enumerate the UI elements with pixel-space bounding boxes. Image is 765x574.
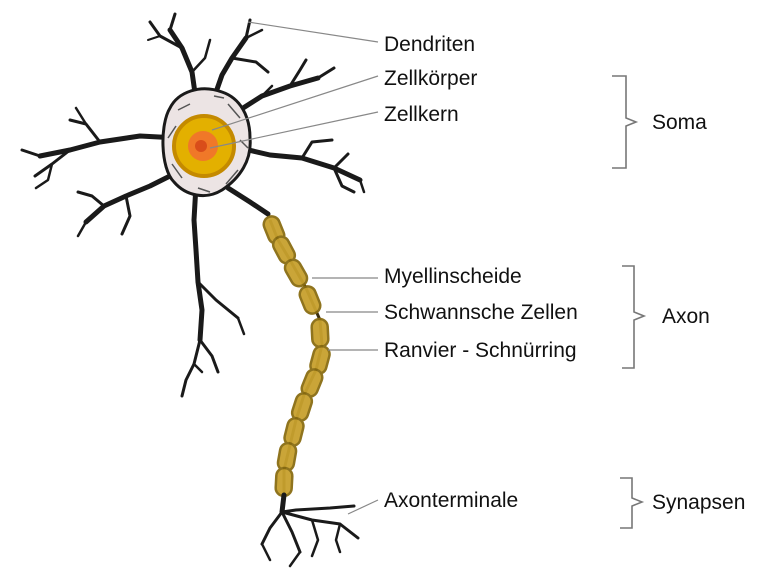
bracket-axon [622,266,644,368]
schwann-cell [311,319,328,348]
axon [228,188,331,496]
schwann-cell [297,284,322,316]
myelin-sheath [261,214,331,496]
schwann-cell [282,257,310,289]
nucleolus [195,140,207,152]
bracket-soma [612,76,636,168]
label-dendrites: Dendriten [384,34,475,55]
label-synapses: Synapsen [652,492,745,513]
bracket-synapses [620,478,642,528]
label-cell-body: Zellkörper [384,68,477,89]
schwann-cell [275,468,292,497]
axon-terminal [262,495,358,566]
label-node-of-ranvier: Ranvier - Schnürring [384,340,577,361]
axon-hillock [228,188,268,214]
label-axon-terminal: Axonterminale [384,490,518,511]
label-nucleus: Zellkern [384,104,459,125]
label-schwann-cells: Schwannsche Zellen [384,302,578,323]
brackets [612,76,644,528]
label-axon: Axon [662,306,710,327]
label-myelin-sheath: Myellinscheide [384,266,522,287]
label-soma: Soma [652,112,707,133]
leader-line-dendrites [248,22,378,42]
